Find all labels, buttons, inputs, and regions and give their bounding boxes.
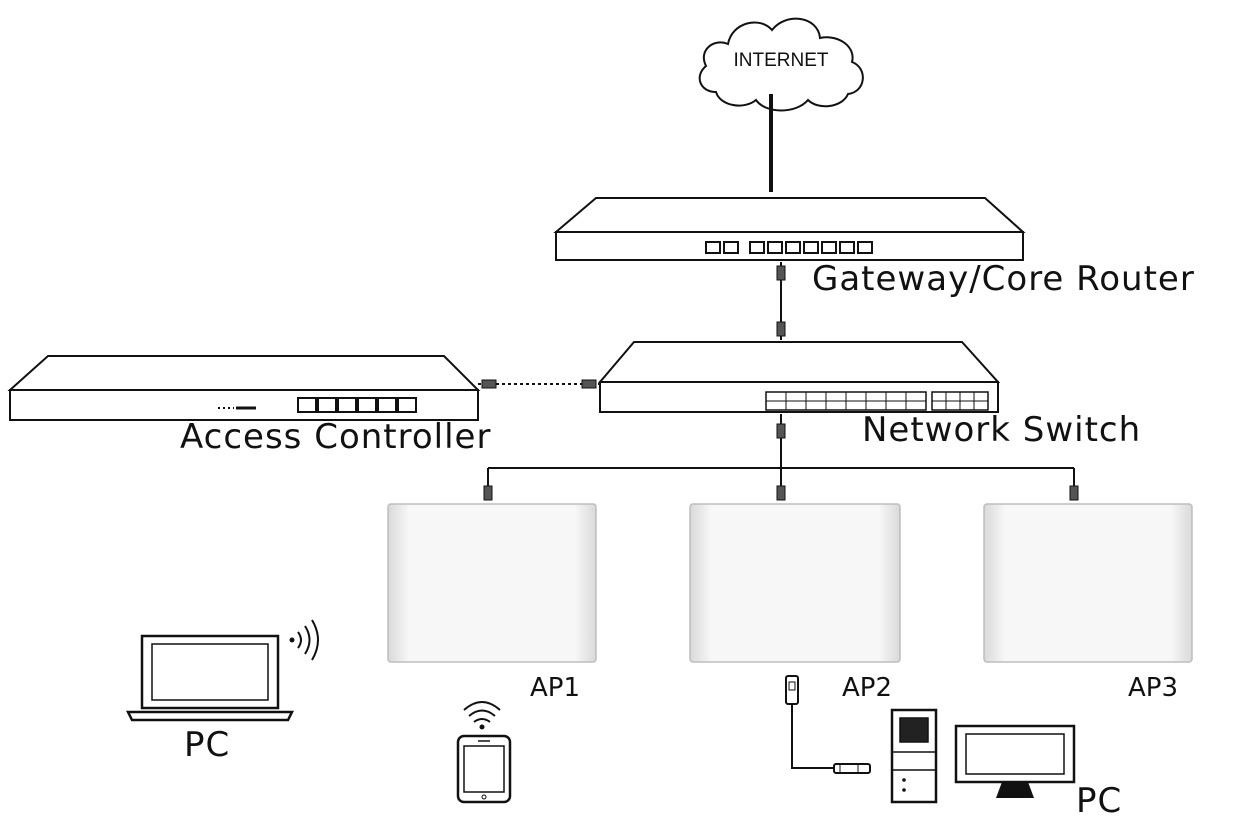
router-label: Gateway/Core Router	[812, 259, 1195, 299]
internet-label: INTERNET	[734, 50, 829, 71]
gateway-router	[553, 197, 1026, 261]
ap-distribution-cables	[483, 414, 1079, 501]
ap2-label: AP2	[842, 673, 892, 703]
ap3-device	[983, 503, 1193, 663]
laptop-icon	[125, 634, 295, 722]
ap2-device	[689, 503, 901, 663]
internet-cloud: INTERNET	[698, 17, 864, 112]
smartphone-icon	[456, 734, 512, 804]
pc-tower-icon	[890, 708, 938, 804]
controller-switch-cable	[478, 379, 600, 389]
router-switch-cable	[776, 262, 786, 340]
switch-label: Network Switch	[862, 410, 1141, 450]
access-controller	[7, 355, 481, 421]
pc-wired-label: PC	[1076, 781, 1122, 819]
wifi-signal-icon	[289, 619, 319, 661]
pc-wireless-label: PC	[184, 725, 230, 765]
controller-label: Access Controller	[180, 417, 491, 457]
network-switch	[597, 341, 1001, 413]
ap1-label: AP1	[530, 673, 580, 703]
ethernet-cable	[785, 675, 871, 774]
ap3-label: AP3	[1128, 673, 1178, 703]
wifi-icon	[463, 701, 501, 730]
monitor-icon	[954, 724, 1076, 798]
ap1-device	[387, 503, 597, 663]
